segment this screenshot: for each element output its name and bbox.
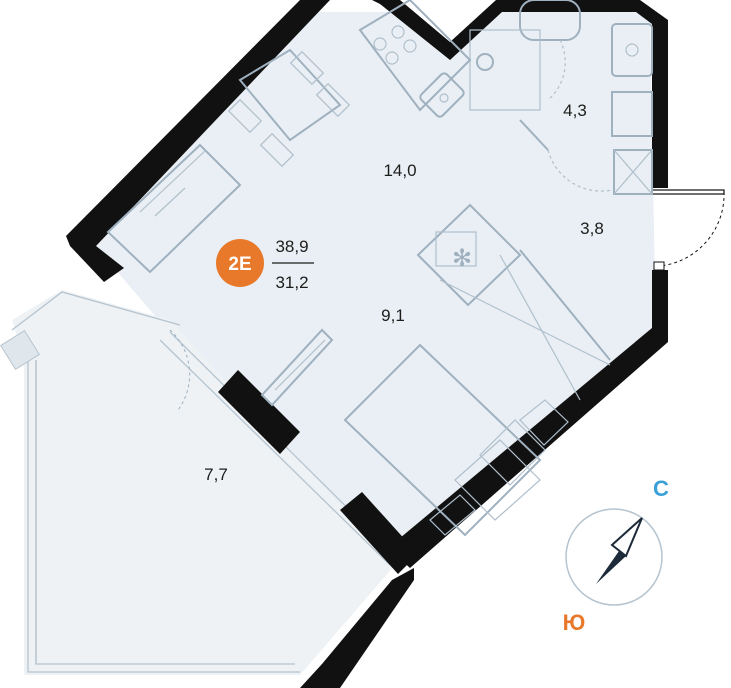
compass-needle-north <box>610 517 643 558</box>
room-area-bathroom: 4,3 <box>563 101 587 120</box>
balcony-floor <box>12 290 395 675</box>
balcony-corner-post <box>0 330 40 370</box>
room-area-kitchen-living: 14,0 <box>383 161 416 180</box>
sofa <box>106 143 242 274</box>
bathroom-fixtures <box>469 0 653 195</box>
bed <box>343 343 569 537</box>
walls <box>66 0 668 688</box>
compass-south-label: Ю <box>563 610 586 635</box>
balcony-door-swing <box>169 329 191 411</box>
compass-ring <box>565 508 663 606</box>
compass-north-label: С <box>653 476 669 501</box>
badge-circle <box>216 239 264 287</box>
compass: С Ю <box>563 476 669 635</box>
room-area-hallway: 3,8 <box>580 219 604 238</box>
entrance-door <box>651 189 725 271</box>
apartment-badge: 2E 38,9 31,2 <box>216 237 314 292</box>
living-area: 31,2 <box>275 273 308 292</box>
shelf-unit <box>260 328 334 407</box>
room-area-balcony: 7,7 <box>204 465 228 484</box>
room-area-bedroom: 9,1 <box>381 306 405 325</box>
apartment-floor <box>88 12 656 565</box>
dining-set <box>227 48 351 168</box>
svg-text:✻: ✻ <box>452 244 472 272</box>
total-area: 38,9 <box>275 237 308 256</box>
apartment-type: 2E <box>228 254 251 275</box>
wardrobe: ✻ <box>416 203 611 401</box>
kitchen-fixtures <box>358 0 472 118</box>
